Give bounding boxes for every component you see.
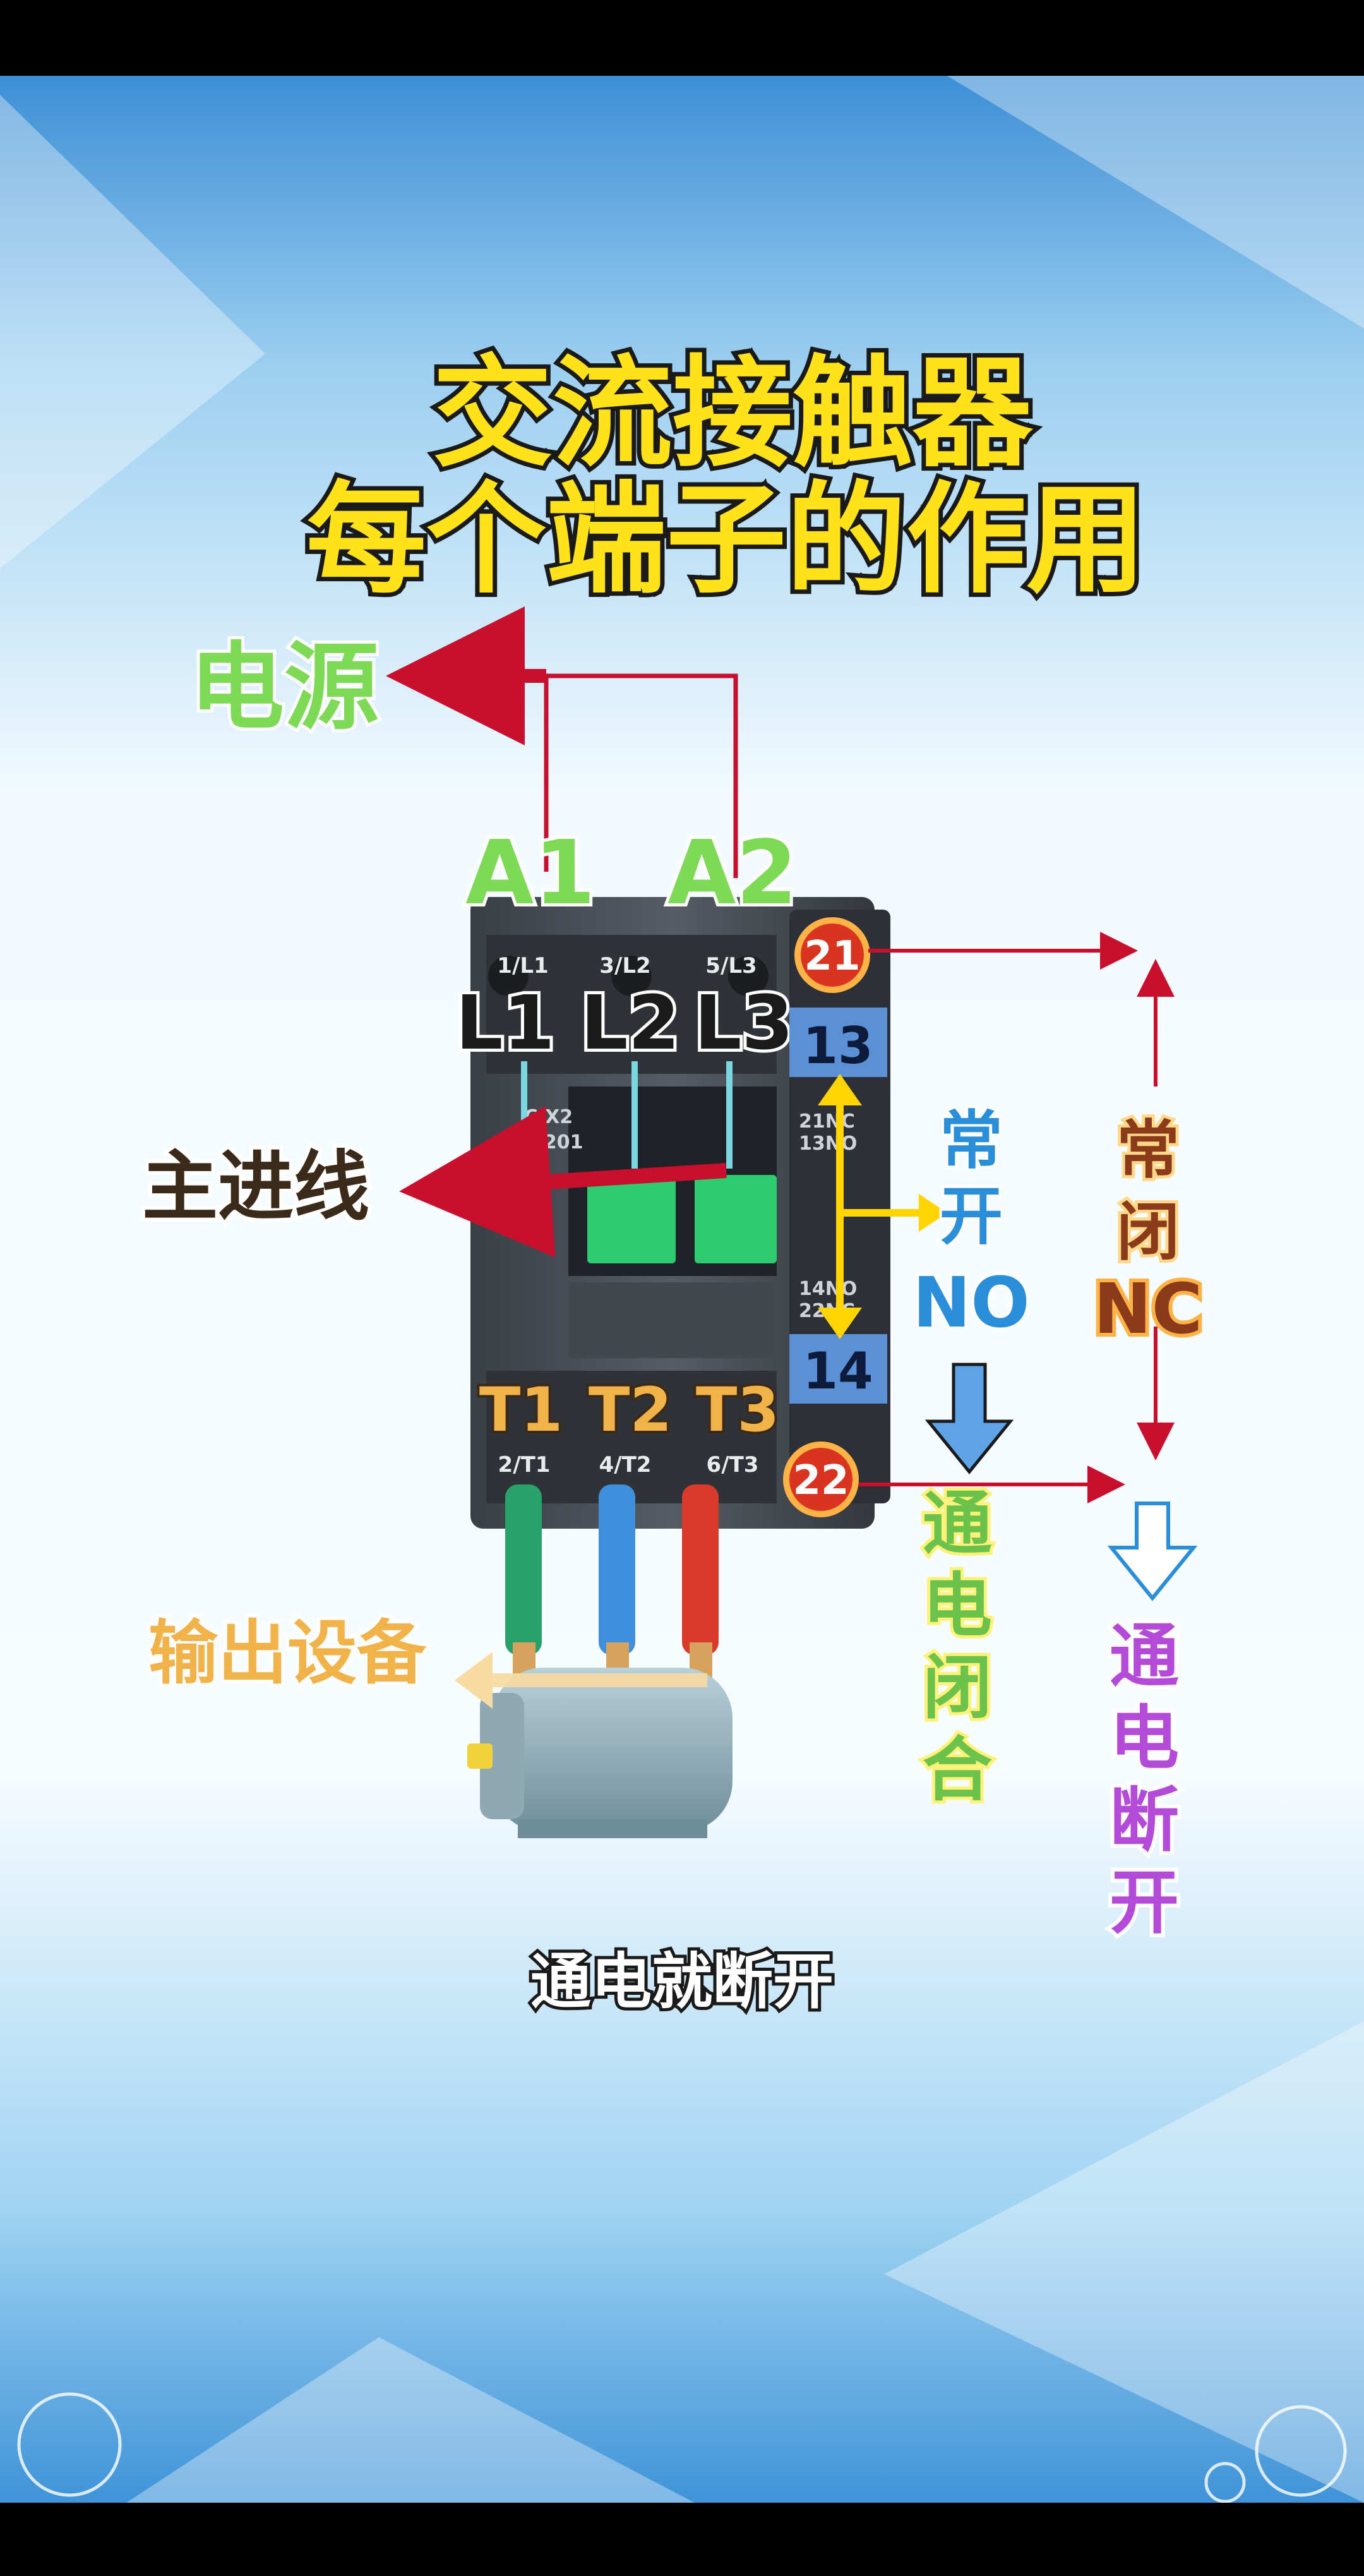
screw-l2: [611, 956, 652, 996]
main-input-label: 主进线: [142, 1143, 369, 1231]
contactor-bottom-ridge: [486, 1371, 777, 1503]
input-marking-3: 5/L3: [705, 953, 757, 978]
no-label-char-2: 开: [940, 1179, 1003, 1253]
aux-terminal-13-box: [789, 1008, 887, 1077]
diagram-canvas: 交流接触器 每个端子的作用 电源 CJX2 1201 21NC 13NO 14N…: [0, 76, 1364, 2503]
motor-base: [518, 1819, 707, 1838]
aux-terminal-22-badge: [783, 1441, 859, 1517]
green-actuator-2: [695, 1175, 777, 1263]
nc-result-char-4: 开: [1110, 1862, 1179, 1943]
output-marking-3: 6/T3: [707, 1452, 759, 1478]
output-wire-blue: [599, 1484, 635, 1655]
input-terminal-l3: L3: [694, 979, 793, 1066]
no-arrowhead-down: [818, 1308, 862, 1339]
input-terminal-l1: L1: [455, 979, 554, 1066]
no-arrowhead-up: [818, 1074, 862, 1105]
aux-terminal-21-badge: [794, 917, 870, 993]
no-result-char-4: 合: [923, 1730, 992, 1810]
nc-result-char-2: 电: [1110, 1698, 1179, 1779]
no-label-abbrev: NO: [912, 1262, 1030, 1343]
bubble-decorations: [17, 2392, 1347, 2503]
no-label-char-1: 常: [940, 1104, 1003, 1177]
power-label: 电源: [189, 633, 379, 743]
subtitle-caption: 通电就断开: [530, 1946, 834, 2017]
motor-shaft: [467, 1743, 493, 1769]
aux-terminal-21: 21: [804, 933, 860, 980]
nc-down-arrow: [1107, 1502, 1198, 1601]
screw-l3: [728, 956, 769, 996]
no-result-char-1: 通: [923, 1483, 992, 1564]
nc-result-char-3: 断: [1110, 1780, 1179, 1861]
nc-label-char-1: 常: [1116, 1113, 1180, 1187]
top-black-bar: [0, 0, 1364, 76]
no-result-char-3: 闭: [923, 1647, 992, 1728]
title-line-1: 交流接触器: [433, 344, 1034, 483]
aux-terminal-13: 13: [803, 1016, 873, 1075]
aux-marking-3: 14NO: [799, 1278, 857, 1300]
output-terminal-t1: T1: [479, 1375, 563, 1445]
background-diamonds: [0, 76, 1364, 2503]
output-marking-1: 2/T1: [498, 1452, 551, 1478]
coil-terminal-a1: A1: [465, 822, 595, 925]
screw-l1: [488, 956, 529, 996]
aux-marking-1: 21NC: [799, 1110, 855, 1133]
motor-body: [493, 1668, 733, 1832]
output-wire-green: [505, 1484, 542, 1655]
bottom-black-bar: [0, 2503, 1364, 2576]
coil-wire: [544, 673, 738, 878]
no-pointer-head: [919, 1194, 947, 1232]
main-input-arrow: [399, 1106, 727, 1258]
aux-terminal-14: 14: [803, 1342, 873, 1400]
aux-terminal-14-box: [789, 1334, 887, 1404]
nc-result-char-1: 通: [1110, 1616, 1179, 1697]
title-line-2: 每个端子的作用: [306, 470, 1146, 610]
output-terminal-t2: T2: [589, 1375, 672, 1445]
model-text-1: CJX2: [524, 1106, 573, 1128]
motor-endcap: [480, 1693, 524, 1819]
nc-label-abbrev: NC: [1094, 1268, 1203, 1349]
output-terminal-t3: T3: [696, 1375, 779, 1445]
aux-terminal-22: 22: [793, 1457, 849, 1504]
no-result-char-2: 电: [923, 1565, 992, 1646]
input-marking-2: 3/L2: [599, 953, 650, 978]
output-wire-red: [682, 1484, 719, 1655]
no-down-arrow: [924, 1363, 1014, 1474]
motor: [467, 1668, 733, 1838]
output-device-arrowhead: [455, 1652, 493, 1709]
nc-label-char-2: 闭: [1116, 1195, 1180, 1269]
output-marking-2: 4/T2: [599, 1452, 652, 1478]
input-terminal-l2: L2: [580, 979, 679, 1066]
coil-terminal-a2: A2: [667, 822, 798, 925]
input-marking-1: 1/L1: [497, 953, 548, 978]
aux-marking-2: 13NO: [799, 1133, 857, 1155]
model-text-2: 1201: [530, 1131, 583, 1153]
output-device-label: 输出设备: [148, 1613, 427, 1694]
green-actuator-1: [587, 1175, 676, 1263]
contactor-lower-plate: [568, 1282, 777, 1358]
